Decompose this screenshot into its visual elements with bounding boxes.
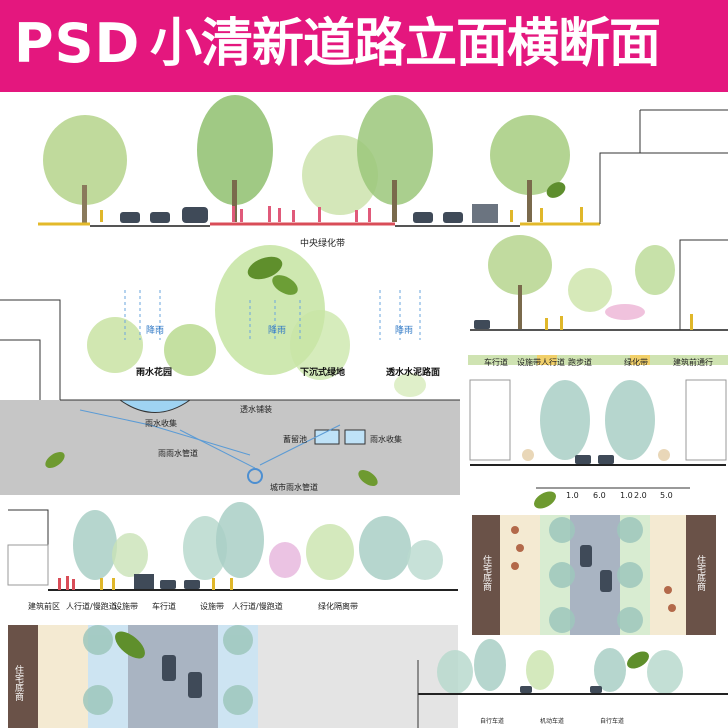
- car-icons-top: [120, 204, 498, 223]
- banner-psd-text: PSD: [14, 12, 141, 75]
- rain-label-1: 降雨: [146, 326, 165, 336]
- br-label-3: 自行车道: [600, 718, 625, 725]
- storage-pool-label: 蓄留池: [283, 435, 307, 444]
- tree-group-top: [43, 95, 570, 223]
- sunken-green-label: 下沉式绿地: [300, 368, 346, 378]
- mid-label-5: 设施带: [200, 602, 224, 611]
- city-pipe-label: 城市雨水管道: [270, 483, 318, 492]
- br-label-1: 自行车道: [480, 718, 505, 725]
- plan-left-building-label: 住宅底商: [13, 665, 23, 701]
- rs-header-5: 绿化带: [624, 358, 648, 367]
- permeable-pave-label: 透水铺装: [240, 405, 272, 414]
- dim-2: 6.0: [593, 491, 606, 500]
- rain-label-3: 降雨: [395, 326, 414, 336]
- rain-collect-label-2: 雨水收集: [370, 435, 402, 444]
- rs-header-3: 人行道: [541, 358, 565, 367]
- rs-header-4: 跑步道: [568, 358, 592, 367]
- rain-label-2: 降雨: [268, 326, 287, 336]
- mid-label-1: 建筑前区: [28, 602, 60, 611]
- br-label-2: 机动车道: [540, 718, 565, 725]
- banner-title-text: 小清新道路立面横断面: [150, 14, 661, 74]
- mid-label-2: 人行道/慢跑道: [66, 602, 117, 611]
- plan-right-building-label-right: 住宅底商: [695, 555, 705, 591]
- rs-header-2: 设施带: [517, 358, 541, 367]
- dim-5: 5.0: [660, 491, 673, 500]
- mid-label-7: 绿化隔离带: [318, 602, 358, 611]
- center-green-belt-label: 中央绿化带: [300, 239, 346, 249]
- rain-garden-label: 雨水花园: [136, 368, 173, 378]
- permeable-road-label: 透水水泥路面: [386, 368, 441, 378]
- rs-header-1: 车行道: [484, 358, 508, 367]
- rain-pipe-label: 雨雨水管道: [158, 449, 198, 458]
- dim-1: 1.0: [566, 491, 579, 500]
- people-icons-top: [100, 206, 583, 222]
- mid-label-3: 设施带: [114, 602, 138, 611]
- mid-label-6: 人行道/慢跑道: [232, 602, 283, 611]
- title-banner: PSD 小清新道路立面横断面: [0, 0, 728, 92]
- rs-header-6: 建筑前通行: [673, 358, 713, 367]
- mid-label-4: 车行道: [152, 602, 176, 611]
- dim-3: 1.0: [620, 491, 633, 500]
- plan-right-building-label-left: 住宅底商: [481, 555, 491, 591]
- rain-collect-label-1: 雨水收集: [145, 419, 177, 428]
- dim-4: 2.0: [634, 491, 647, 500]
